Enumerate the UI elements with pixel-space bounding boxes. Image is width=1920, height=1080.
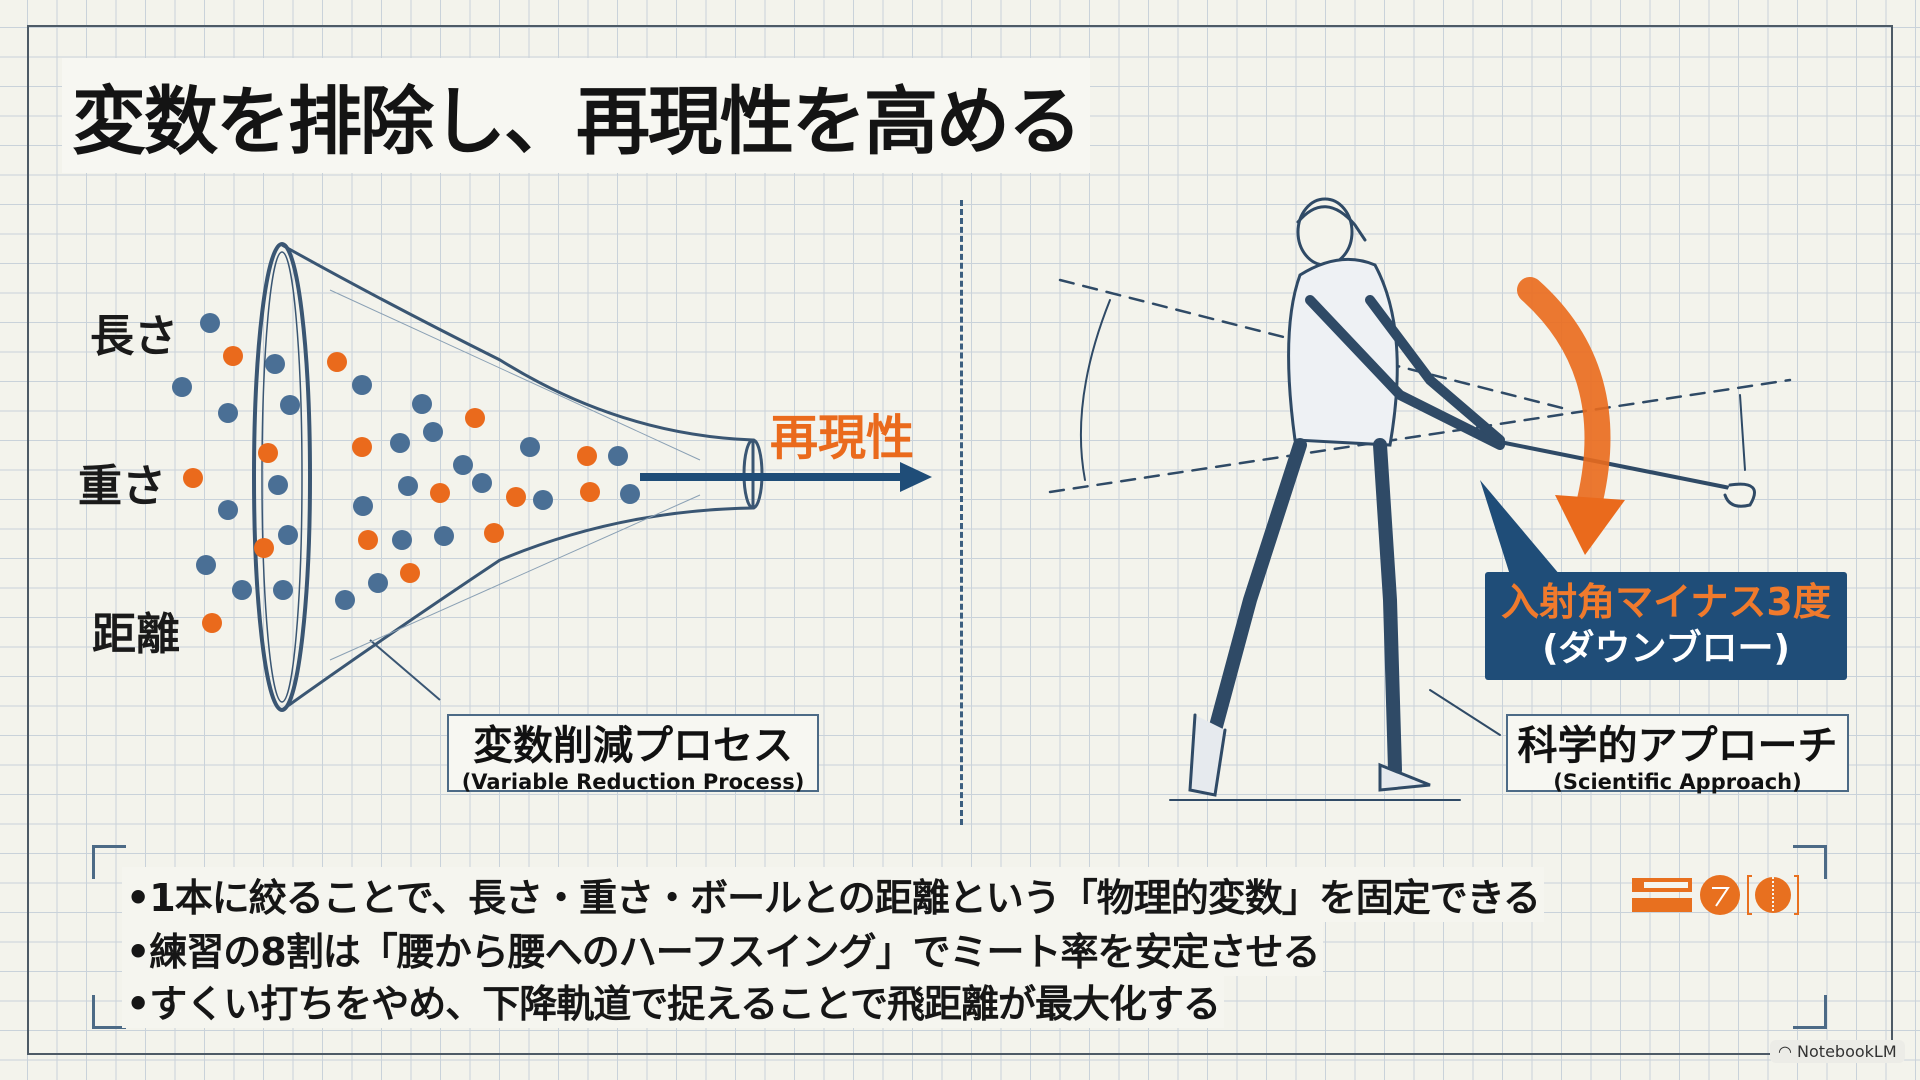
variable-dot <box>327 352 347 372</box>
bullet-item: •練習の8割は「腰から腰へのハーフスイング」でミート率を安定させる <box>122 921 1324 976</box>
variable-dot <box>398 476 418 496</box>
variable-dot <box>352 375 372 395</box>
ball-icon <box>1747 875 1799 915</box>
arrow-icon <box>640 462 932 492</box>
variable-dot <box>183 468 203 488</box>
caption-variable-reduction: 変数削減プロセス (Variable Reduction Process) <box>447 714 819 794</box>
output-label: 再現性 <box>770 410 915 466</box>
input-label-length: 長さ <box>90 311 178 362</box>
input-label-distance: 距離 <box>92 609 180 660</box>
notebooklm-icon: ◠ <box>1778 1042 1798 1061</box>
variable-dot <box>392 530 412 550</box>
variable-dot <box>223 346 243 366</box>
frame <box>27 25 1893 1055</box>
variable-dot <box>608 446 628 466</box>
variable-dot <box>577 446 597 466</box>
variable-dot <box>430 483 450 503</box>
variable-dot <box>506 487 526 507</box>
variable-dot <box>232 580 252 600</box>
bracket-corner <box>1793 845 1827 879</box>
club-icon <box>1632 878 1692 912</box>
variable-dots <box>172 313 640 633</box>
variable-dot <box>400 563 420 583</box>
variable-dot <box>353 496 373 516</box>
variable-dot <box>533 490 553 510</box>
brand-watermark: ◠ NotebookLM <box>1770 1040 1905 1063</box>
variable-dot <box>453 455 473 475</box>
notes-panel: •1本に絞ることで、長さ・重さ・ボールとの距離という「物理的変数」を固定できる … <box>92 845 1827 1029</box>
variable-dot <box>352 437 372 457</box>
variable-dot <box>520 437 540 457</box>
variable-dot <box>423 422 443 442</box>
divider <box>960 200 963 825</box>
brand-label: NotebookLM <box>1797 1042 1897 1061</box>
variable-dot <box>218 500 238 520</box>
variable-dot <box>218 403 238 423</box>
caption-jp: 変数削減プロセス <box>473 723 793 769</box>
variable-dot <box>202 613 222 633</box>
variable-dot <box>200 313 220 333</box>
variable-dot <box>465 408 485 428</box>
golfer-icon <box>1048 197 1792 801</box>
variable-dot <box>265 354 285 374</box>
caption-en: (Variable Reduction Process) <box>461 770 805 794</box>
variable-dot <box>268 475 288 495</box>
variable-dot <box>434 526 454 546</box>
bracket-corner <box>1793 995 1827 1029</box>
callout-title: 入射角マイナス3度 <box>1501 580 1831 624</box>
variable-dot <box>368 573 388 593</box>
callout-subtitle: (ダウンブロー) <box>1542 628 1790 669</box>
icon-group <box>1632 875 1799 915</box>
variable-dot <box>280 395 300 415</box>
variable-dot <box>254 538 274 558</box>
bullet-item: •1本に絞ることで、長さ・重さ・ボールとの距離という「物理的変数」を固定できる <box>122 867 1544 922</box>
variable-dot <box>412 394 432 414</box>
variable-dot <box>484 523 504 543</box>
bracket-corner <box>92 995 126 1029</box>
variable-dot <box>472 473 492 493</box>
variable-dot <box>258 443 278 463</box>
caption-en: (Scientific Approach) <box>1553 770 1802 794</box>
variable-dot <box>172 377 192 397</box>
variable-dot <box>335 590 355 610</box>
caption-scientific-approach: 科学的アプローチ (Scientific Approach) <box>1506 714 1849 794</box>
bracket-corner <box>92 845 126 879</box>
variable-dot <box>358 530 378 550</box>
variable-dot <box>390 433 410 453</box>
variable-dot <box>278 525 298 545</box>
variable-dot <box>196 555 216 575</box>
bullet-item: •すくい打ちをやめ、下降軌道で捉えることで飛距離が最大化する <box>122 973 1225 1028</box>
downward-arrow-icon <box>1480 277 1625 575</box>
page-title: 変数を排除し、再現性を高める <box>62 58 1090 173</box>
variable-dot <box>273 580 293 600</box>
golf-ball-number-icon <box>1700 875 1740 915</box>
variable-dot <box>620 484 640 504</box>
caption-jp: 科学的アプローチ <box>1517 723 1838 769</box>
input-label-weight: 重さ <box>78 461 166 512</box>
variable-dot <box>580 482 600 502</box>
callout-box: 入射角マイナス3度 (ダウンブロー) <box>1485 572 1847 680</box>
